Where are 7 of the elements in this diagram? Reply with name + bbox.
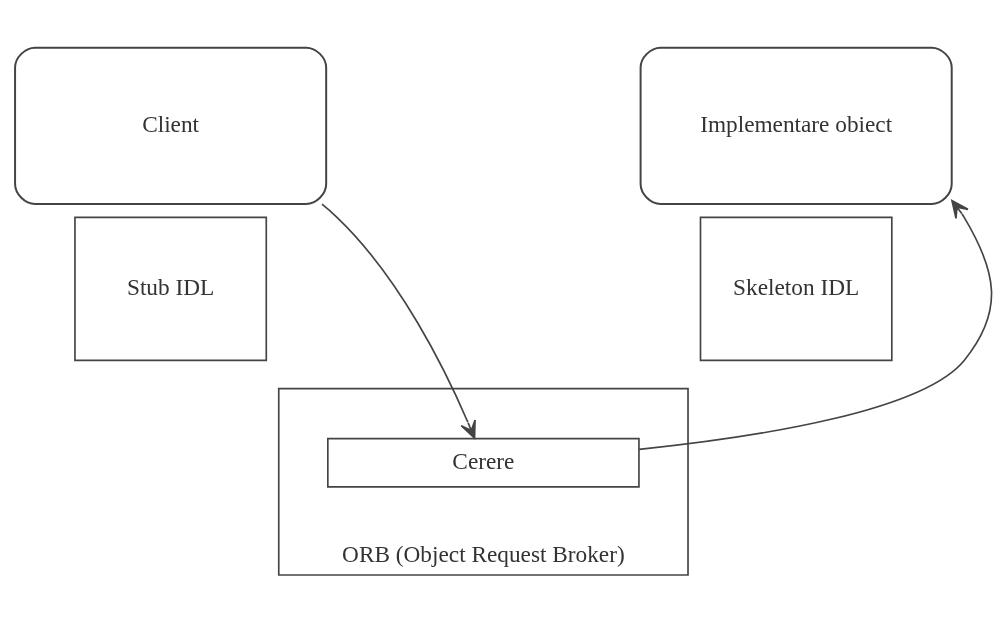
node-box: Client xyxy=(14,46,328,206)
node-box: Skeleton IDL xyxy=(699,216,893,362)
node-box: Implementare obiect xyxy=(639,46,953,206)
node-box: Cerere xyxy=(327,437,640,488)
arrow xyxy=(321,203,476,440)
node-box: Stub IDL xyxy=(74,216,268,362)
arrow xyxy=(638,199,993,451)
